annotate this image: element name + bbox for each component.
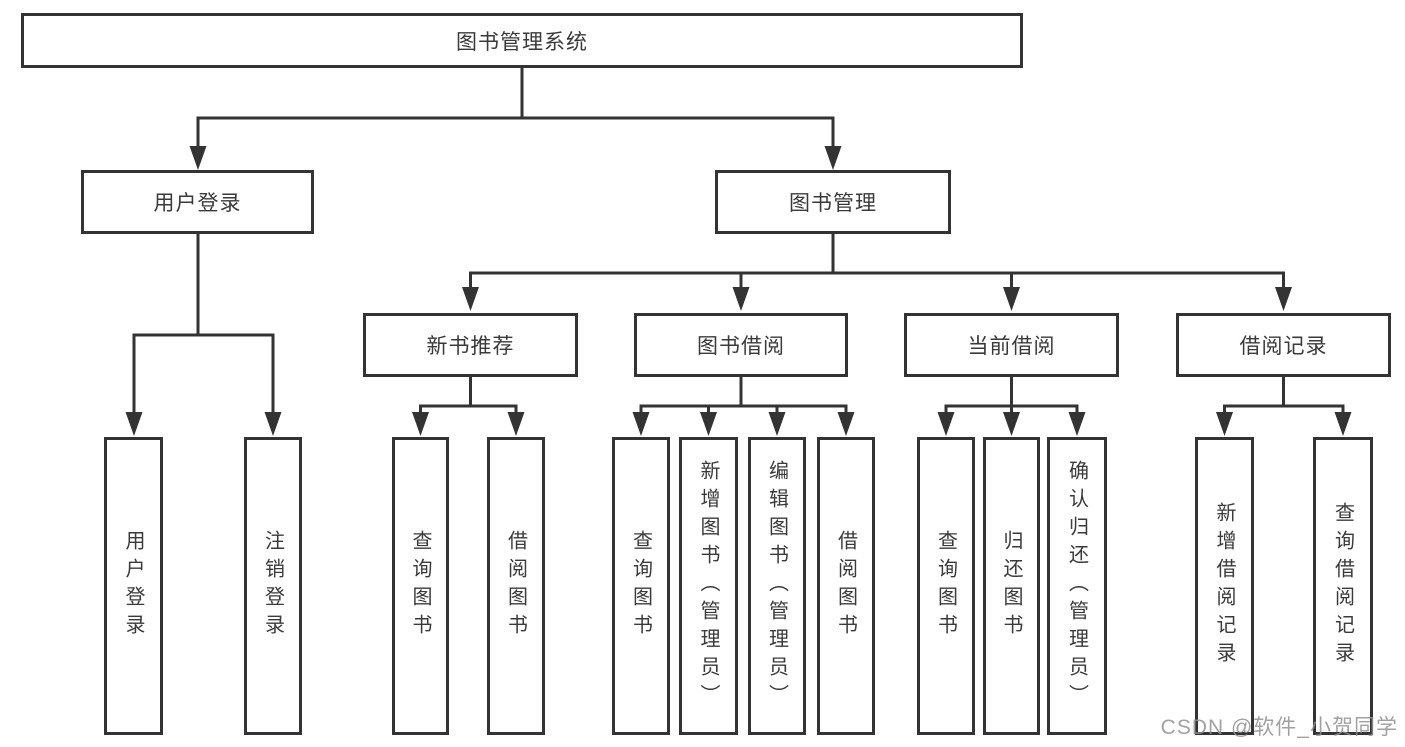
node-book-management-branch-label: 图书管理	[789, 192, 877, 215]
leaf-borrow-books-recommend: 借阅图书	[487, 437, 545, 735]
leaf-query-borrow-record-label: 查询借阅记录	[1331, 502, 1354, 670]
leaf-return-books-label: 归还图书	[1000, 530, 1022, 642]
node-user-login-branch: 用户登录	[81, 170, 314, 234]
node-user-login-branch-label: 用户登录	[153, 192, 242, 215]
leaf-return-books: 归还图书	[983, 437, 1040, 735]
leaf-add-borrow-record: 新增借阅记录	[1195, 437, 1254, 735]
leaf-query-books-borrow: 查询图书	[612, 437, 670, 735]
leaf-borrow-books-borrow-label: 借阅图书	[834, 530, 857, 642]
node-library-system: 图书管理系统	[21, 13, 1023, 68]
leaf-confirm-return-admin: 确认归还（管理员）	[1047, 437, 1107, 735]
leaf-add-borrow-record-label: 新增借阅记录	[1213, 502, 1235, 670]
leaf-query-books-current: 查询图书	[917, 437, 975, 735]
leaf-user-login-label: 用户登录	[122, 530, 144, 642]
leaf-confirm-return-admin-label: 确认归还（管理员）	[1065, 460, 1088, 712]
group-current-borrow-label: 当前借阅	[967, 335, 1056, 358]
leaf-user-login: 用户登录	[104, 437, 163, 735]
leaf-query-books-recommend: 查询图书	[392, 437, 449, 735]
node-group-book-borrow: 图书借阅	[634, 313, 848, 377]
node-group-borrow-records: 借阅记录	[1176, 313, 1391, 377]
leaf-edit-book-admin: 编辑图书（管理员）	[748, 437, 806, 735]
arrowheads	[125, 146, 1352, 436]
node-group-current-borrow: 当前借阅	[904, 313, 1119, 377]
node-book-management-branch: 图书管理	[715, 170, 951, 234]
leaf-logout: 注销登录	[244, 437, 302, 735]
leaf-edit-book-admin-label: 编辑图书（管理员）	[765, 460, 788, 712]
leaf-query-borrow-record: 查询借阅记录	[1313, 437, 1373, 735]
leaf-borrow-books-borrow: 借阅图书	[817, 437, 875, 735]
leaf-query-books-current-label: 查询图书	[934, 530, 957, 642]
leaf-borrow-books-recommend-label: 借阅图书	[504, 530, 527, 642]
node-library-system-label: 图书管理系统	[456, 30, 588, 54]
csdn-watermark: CSDN @软件_小贺同学	[1160, 716, 1398, 739]
group-new-book-recommend-label: 新书推荐	[426, 335, 515, 358]
leaf-query-books-borrow-label: 查询图书	[629, 530, 652, 642]
node-group-new-book-recommend: 新书推荐	[363, 313, 578, 377]
group-book-borrow-label: 图书借阅	[697, 335, 785, 358]
group-borrow-records-label: 借阅记录	[1239, 335, 1328, 358]
leaf-add-book-admin: 新增图书（管理员）	[679, 437, 738, 735]
leaf-logout-label: 注销登录	[261, 530, 284, 642]
leaf-add-book-admin-label: 新增图书（管理员）	[697, 460, 719, 712]
leaf-query-books-recommend-label: 查询图书	[409, 530, 431, 642]
